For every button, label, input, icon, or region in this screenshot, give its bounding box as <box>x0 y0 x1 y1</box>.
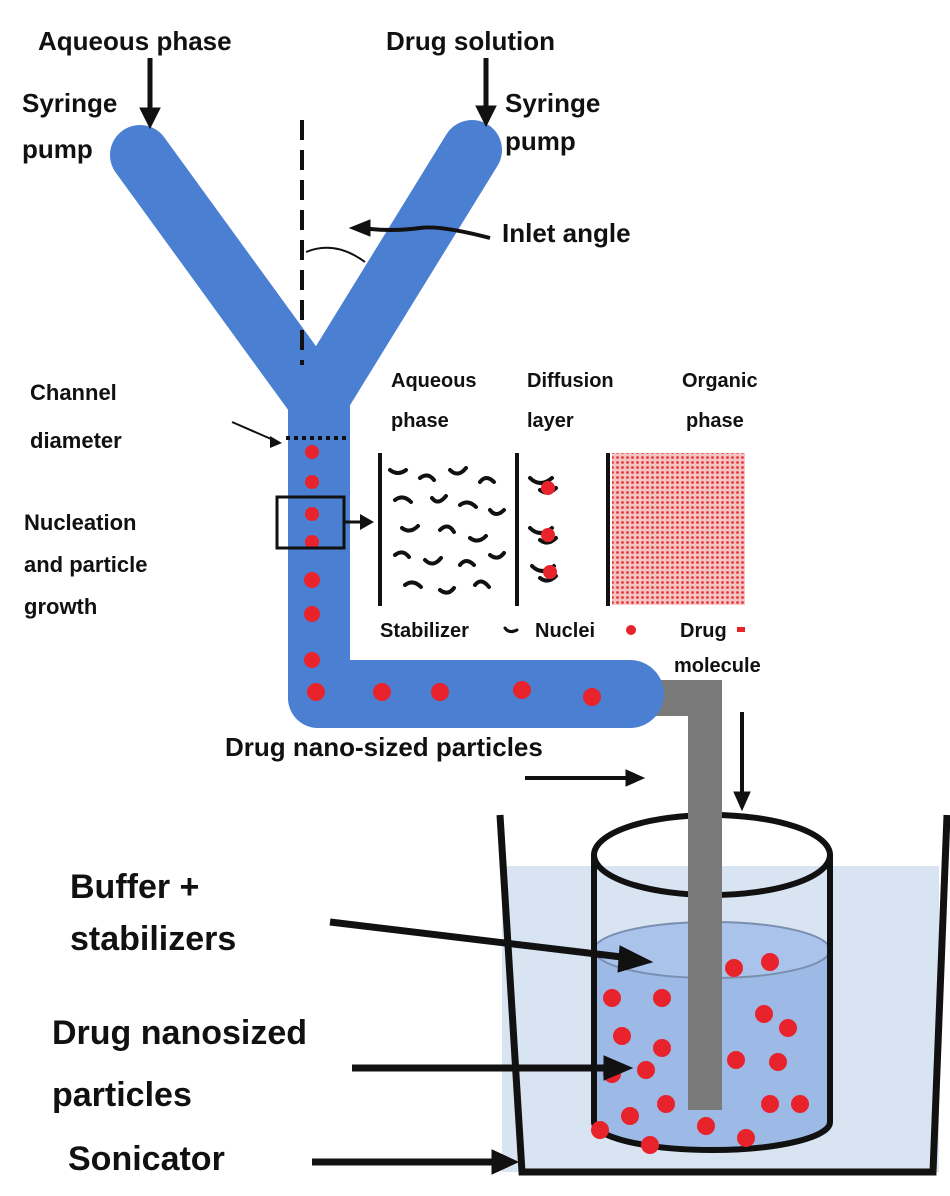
label-inset-diffusion-2: layer <box>527 410 574 432</box>
inlet-angle-arc <box>305 246 366 263</box>
legend-stabilizer-label: Stabilizer <box>380 620 469 642</box>
label-nucleation-2: and particle <box>24 552 147 577</box>
microchannel <box>110 120 664 728</box>
arrows <box>139 58 751 1175</box>
label-aqueous-phase: Aqueous phase <box>38 26 232 56</box>
label-drug-nanosized-2: particles <box>52 1076 192 1114</box>
legend-nuclei-icon <box>626 625 636 635</box>
label-drug-nanosized-1: Drug nanosized <box>52 1014 307 1052</box>
label-sonicator: Sonicator <box>68 1140 225 1178</box>
label-syringe-left-1: Syringe <box>22 88 117 118</box>
label-syringe-right-2: pump <box>505 126 576 156</box>
legend-drug-label-2: molecule <box>674 655 761 677</box>
sonicator-bath <box>496 814 950 1176</box>
label-nucleation-3: growth <box>24 594 97 619</box>
stabilizer-molecules <box>388 466 506 595</box>
channel-particles <box>304 445 601 706</box>
label-channel-1: Channel <box>30 380 117 405</box>
label-inset-organic-2: phase <box>686 410 744 432</box>
label-buffer-2: stabilizers <box>70 920 236 958</box>
label-channel-2: diameter <box>30 428 122 453</box>
label-drug-nano-particles: Drug nano-sized particles <box>225 732 543 762</box>
label-inset-aqueous-1: Aqueous <box>391 370 477 392</box>
label-inlet-angle: Inlet angle <box>502 218 631 248</box>
label-inset-organic-1: Organic <box>682 370 758 392</box>
diffusion-nuclei <box>528 476 558 583</box>
organic-phase-fill <box>612 453 745 605</box>
label-drug-solution: Drug solution <box>386 26 555 56</box>
label-inset-aqueous-2: phase <box>391 410 449 432</box>
outlet-tube <box>655 680 722 1110</box>
label-syringe-left-2: pump <box>22 134 93 164</box>
label-inset-diffusion-1: Diffusion <box>527 370 614 392</box>
label-syringe-right-1: Syringe <box>505 88 600 118</box>
label-nucleation-1: Nucleation <box>24 510 136 535</box>
legend-drug-label-1: Drug <box>680 620 727 642</box>
legend-stabilizer-icon <box>503 626 519 634</box>
beaker-particles <box>591 953 809 1154</box>
legend-drug-icon <box>737 627 745 632</box>
label-buffer-1: Buffer + <box>70 868 199 906</box>
legend-nuclei-label: Nuclei <box>535 620 595 642</box>
